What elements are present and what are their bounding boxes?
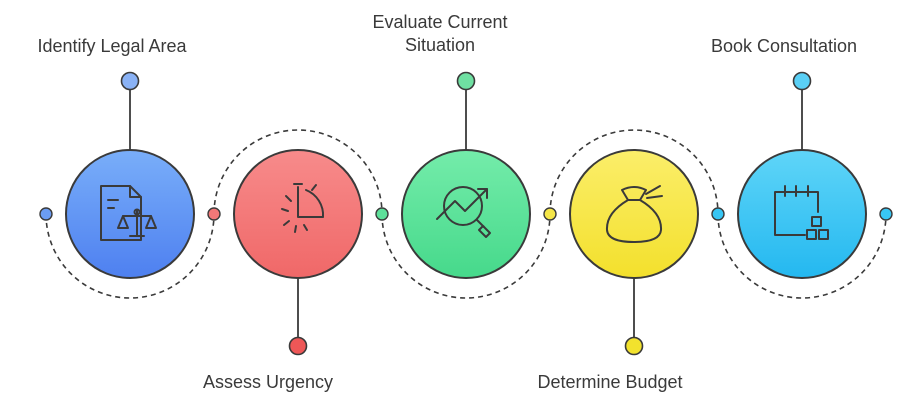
- step-circle-1: [65, 149, 195, 279]
- arc-2-top: [213, 129, 383, 215]
- junction-dot-1: [207, 207, 221, 221]
- money-bag-icon: [605, 185, 663, 243]
- legal-document-scales-icon: [100, 185, 157, 241]
- stem-dot-4: [624, 336, 644, 356]
- stopwatch-icon: [281, 183, 325, 233]
- junction-dot-5: [879, 207, 893, 221]
- stem-dot-3: [456, 71, 476, 91]
- stem-dots: [120, 71, 812, 356]
- arc-3-bottom: [381, 213, 551, 299]
- step-label-determine-budget: Determine Budget: [537, 372, 683, 392]
- stems: [129, 90, 803, 337]
- junction-dot-4: [711, 207, 725, 221]
- arc-5-bottom: [717, 213, 887, 299]
- step-label-assess-urgency: Assess Urgency: [202, 372, 334, 392]
- arc-1-bottom: [45, 213, 215, 299]
- step-circle-5: [737, 149, 867, 279]
- junction-dot-2: [375, 207, 389, 221]
- step-circle-4: [569, 149, 699, 279]
- step-circles: [65, 149, 867, 279]
- step-circle-3: [401, 149, 531, 279]
- junction-dots: [39, 207, 893, 221]
- dashed-connector-arcs: [45, 129, 887, 299]
- junction-dot-0: [39, 207, 53, 221]
- step-label-evaluate-current-situation: Evaluate Current Situation: [372, 12, 508, 55]
- step-label-book-consultation: Book Consultation: [710, 36, 858, 56]
- stem-dot-5: [792, 71, 812, 91]
- calendar-blocks-icon: [774, 185, 829, 240]
- junction-dot-3: [543, 207, 557, 221]
- arc-4-top: [549, 129, 719, 215]
- analysis-magnifier-icon: [436, 186, 491, 238]
- stem-dot-2: [288, 336, 308, 356]
- step-label-identify-legal-area: Identify Legal Area: [37, 36, 187, 56]
- stem-dot-1: [120, 71, 140, 91]
